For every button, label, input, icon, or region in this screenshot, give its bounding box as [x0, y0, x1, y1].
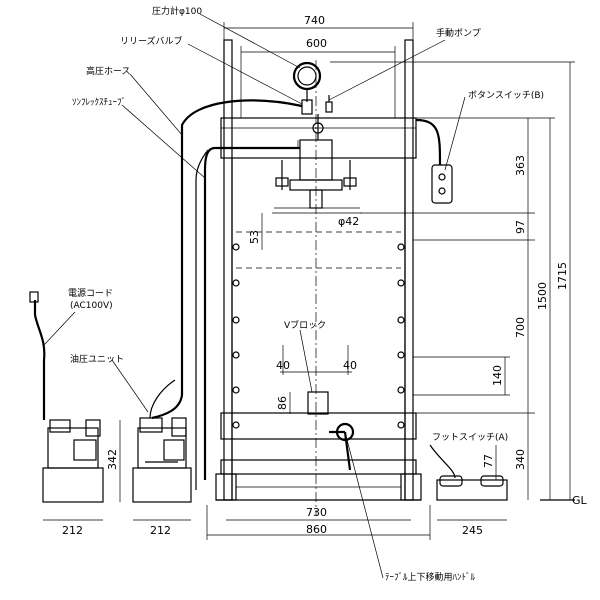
hoses: [149, 99, 442, 490]
ground-line-label: GL: [572, 494, 588, 507]
moving-table: [220, 412, 417, 440]
dim-40-right: 40: [343, 359, 357, 372]
hydraulic-unit-label: 油圧ユニット: [70, 353, 124, 365]
leader-lines: [43, 13, 466, 579]
dim-53: 53: [248, 230, 261, 244]
dim-97: 97: [514, 220, 527, 234]
dim-phi-42: φ42: [338, 215, 359, 228]
dimension-lines: [43, 22, 575, 540]
press-frame: [215, 39, 422, 515]
dim-340: 340: [514, 449, 527, 470]
dim-740: 740: [304, 14, 325, 27]
dim-212-left: 212: [62, 524, 83, 537]
power-cord-spec-label: (AC100V): [70, 301, 113, 311]
dim-245: 245: [462, 524, 483, 537]
dim-1500: 1500: [536, 282, 549, 310]
dim-700: 700: [514, 317, 527, 338]
dim-730: 730: [306, 506, 327, 519]
dim-860: 860: [306, 523, 327, 536]
component-labels: 圧力計φ100 リリーズバルブ 高圧ホース ｿﾝﾌﾚｯｸｽﾁｭｰﾌﾞ 手動ポンプ…: [68, 5, 588, 583]
table-handle: [329, 422, 355, 471]
cylinder: [274, 139, 360, 209]
button-switch: [431, 164, 453, 204]
column-holes: [232, 243, 405, 429]
high-pressure-hose-label: 高圧ホース: [86, 65, 131, 77]
dim-77: 77: [482, 454, 495, 468]
dim-1715: 1715: [556, 262, 569, 290]
pressure-gauge-assembly: [292, 61, 333, 140]
release-valve-label: リリーズバルブ: [120, 35, 183, 47]
dim-86: 86: [276, 396, 289, 410]
foot-switch: [429, 444, 508, 501]
button-switch-label: ボタンスイッチ(B): [468, 90, 544, 101]
dimension-labels: 740 600 φ42 53 363 97 1715 1500 700 140 …: [62, 14, 569, 537]
dim-363: 363: [514, 155, 527, 176]
hydraulic-unit-right: [132, 417, 192, 503]
table-handle-label: ﾃｰﾌﾞﾙ上下移動用ﾊﾝﾄﾞﾙ: [385, 571, 476, 583]
v-block: [282, 345, 349, 415]
dim-140: 140: [491, 365, 504, 386]
v-block-label: Vブロック: [284, 319, 326, 331]
pressure-gauge-label: 圧力計φ100: [152, 5, 202, 17]
hand-pump-label: 手動ポンプ: [436, 27, 481, 39]
dim-40-left: 40: [276, 359, 290, 372]
dim-212-right: 212: [150, 524, 171, 537]
dim-600: 600: [306, 37, 327, 50]
dim-342: 342: [106, 449, 119, 470]
conflex-tube-label: ｿﾝﾌﾚｯｸｽﾁｭｰﾌﾞ: [72, 97, 126, 108]
hydraulic-unit-left: [29, 291, 104, 503]
power-cord-label: 電源コード: [68, 288, 113, 299]
foot-switch-label: フットスイッチ(A): [432, 432, 508, 443]
